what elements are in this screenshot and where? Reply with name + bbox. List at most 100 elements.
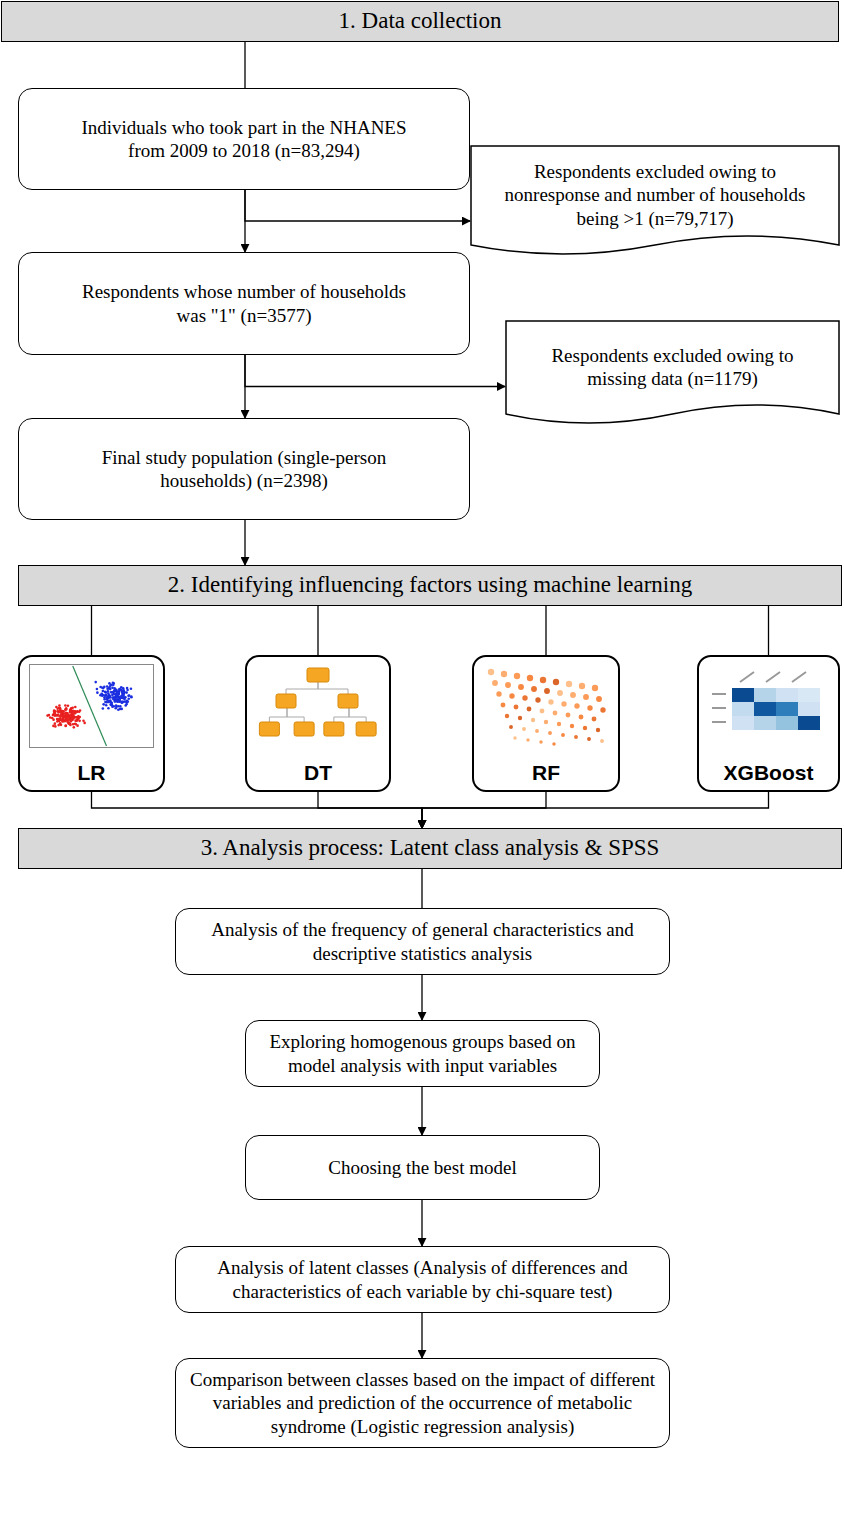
axis-tick	[712, 721, 726, 723]
process-box: Exploring homogenous groups based on mod…	[245, 1020, 600, 1087]
scatter-dot	[60, 714, 63, 717]
scatter-dot	[102, 690, 105, 693]
scatter-dot	[127, 697, 130, 700]
scatter-dot	[114, 700, 117, 703]
scatter-dot	[104, 694, 107, 697]
flow-connector	[245, 355, 505, 387]
scatter-dot	[59, 722, 62, 725]
flow-connector	[91, 606, 92, 655]
flow-connector	[545, 606, 546, 655]
forest-dot	[596, 728, 600, 732]
box-text: Choosing the best model	[328, 1156, 516, 1179]
forest-dot	[492, 680, 498, 686]
scatter-dot	[83, 722, 86, 725]
scatter-dot	[124, 704, 127, 707]
forest-dot	[600, 707, 605, 712]
scatter-dot	[64, 719, 67, 722]
process-box: Final study population (single-person ho…	[18, 418, 470, 520]
scatter-dot	[118, 699, 121, 702]
scatter-dot	[69, 709, 72, 712]
forest-dot	[527, 707, 532, 712]
scatter-dot	[102, 707, 105, 710]
flow-connector	[421, 869, 422, 908]
forest-dot	[557, 722, 561, 726]
scatter-dot	[67, 704, 70, 707]
forest-dot	[592, 717, 597, 722]
section-title: 1. Data collection	[339, 7, 502, 35]
document-shape	[471, 146, 839, 254]
scatter-dot	[107, 707, 110, 710]
scatter-dot	[112, 681, 115, 684]
scatter-dot	[71, 706, 74, 709]
forest-dot	[535, 697, 540, 702]
box-text: Individuals who took part in the NHANES …	[74, 116, 414, 162]
scatter-dot	[75, 723, 78, 726]
model-label: DT	[304, 760, 332, 786]
forest-dot	[552, 742, 555, 745]
forest-dot	[518, 684, 524, 690]
model-label: RF	[532, 760, 560, 786]
forest-dot	[513, 736, 516, 739]
tree-node	[338, 694, 358, 708]
scatter-dot	[53, 709, 56, 712]
scatter-dot	[121, 701, 124, 704]
scatter-dot	[110, 704, 113, 707]
scatter-dot	[120, 689, 123, 692]
scatter-dot	[65, 719, 68, 722]
section-band: 2. Identifying influencing factors using…	[18, 565, 842, 606]
scatter-dot	[65, 708, 68, 711]
flow-connector	[421, 1313, 422, 1358]
heatmap-cell	[754, 688, 776, 702]
scatter-dot	[114, 707, 117, 710]
box-text: Final study population (single-person ho…	[74, 446, 414, 492]
exclusion-document: Respondents excluded owing to nonrespons…	[470, 145, 840, 261]
model-box: LR	[18, 655, 165, 792]
scatter-dot	[105, 691, 108, 694]
heatmap-cell	[798, 688, 820, 702]
flow-connector	[422, 792, 546, 828]
tree-branch	[334, 708, 349, 722]
exclusion-document: Respondents excluded owing to missing da…	[505, 320, 840, 430]
scatter-dot	[55, 706, 58, 709]
scatter-dot	[96, 688, 99, 691]
tree-node	[294, 722, 314, 736]
scatter-dot	[73, 712, 76, 715]
tree-node	[307, 668, 329, 682]
scatter-dot	[106, 698, 109, 701]
forest-dot	[592, 685, 598, 691]
model-illustration	[708, 664, 829, 748]
scatter-dot	[76, 719, 79, 722]
scatter-dot	[105, 704, 108, 707]
document-shape	[506, 321, 839, 423]
scatter-dot	[122, 689, 125, 692]
forest-dot	[544, 688, 550, 694]
scatter-dot	[110, 691, 113, 694]
forest-dot	[540, 709, 545, 714]
forest-dot	[557, 690, 563, 696]
tree-branch	[318, 682, 348, 694]
scatter-dot	[53, 710, 56, 713]
box-text: Exploring homogenous groups based on mod…	[256, 1030, 589, 1076]
model-box: XGBoost	[697, 655, 840, 792]
flow-connector	[318, 792, 422, 828]
forest-dot	[501, 703, 506, 708]
forest-dot	[587, 705, 592, 710]
scatter-dot	[106, 687, 109, 690]
scatter-dot	[69, 710, 72, 713]
scatter-dot	[122, 701, 125, 704]
scatter-dot	[102, 703, 105, 706]
plot-frame	[30, 665, 154, 748]
tree-node	[259, 722, 279, 736]
forest-dot	[600, 739, 604, 743]
forest-dot	[570, 724, 574, 728]
heatmap-cell	[798, 702, 820, 716]
scatter-dot	[112, 684, 115, 687]
scatter-dot	[48, 714, 51, 717]
section-band: 3. Analysis process: Latent class analys…	[18, 828, 842, 869]
scatter-dot	[109, 684, 112, 687]
tree-branch	[287, 708, 304, 722]
scatter-dot	[52, 718, 55, 721]
box-text: Analysis of the frequency of general cha…	[186, 918, 659, 964]
forest-dot	[531, 686, 537, 692]
tree-branch	[349, 708, 366, 722]
